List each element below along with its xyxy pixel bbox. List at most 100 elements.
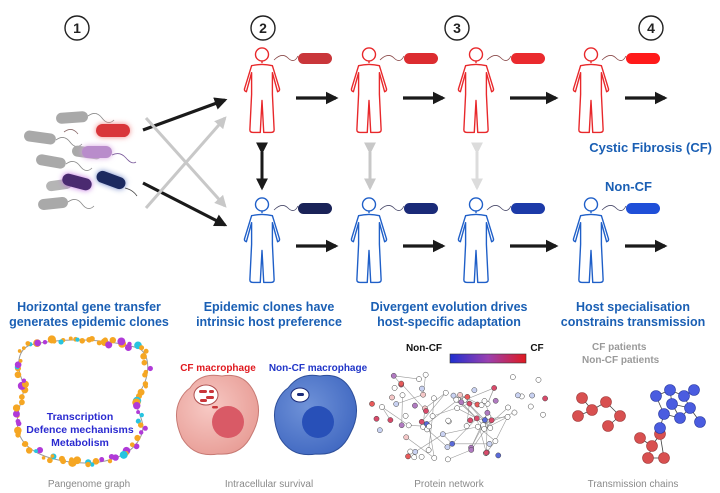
network-node xyxy=(402,413,409,419)
pangenome-node xyxy=(139,412,144,418)
bacterium-red-icon xyxy=(273,53,332,64)
bacterium-violet-glow-icon xyxy=(62,173,92,191)
macrophage-panel: CF macrophage Non-CF macrophage xyxy=(176,363,368,456)
pangenome-node xyxy=(58,455,65,462)
bacteria-cluster xyxy=(24,111,138,210)
cf-patient-node xyxy=(658,452,670,464)
pangenome-node xyxy=(18,359,23,363)
network-edge xyxy=(471,420,492,451)
svg-text:constrains transmission: constrains transmission xyxy=(561,315,706,329)
legend-cf-patients: CF patients xyxy=(592,342,647,353)
network-node xyxy=(422,371,429,378)
pangenome-node xyxy=(143,369,149,375)
step-number-2: 2 xyxy=(250,15,276,41)
pangenome-node xyxy=(68,336,73,341)
pangenome-node xyxy=(133,443,140,450)
pangenome-node xyxy=(96,340,102,346)
pangenome-node xyxy=(19,399,25,406)
network-node xyxy=(450,392,457,399)
noncf-person-icon xyxy=(457,197,495,284)
noncf-patient-node xyxy=(678,390,690,402)
network-edge xyxy=(456,407,477,419)
svg-text:Horizontal gene transfer: Horizontal gene transfer xyxy=(17,300,161,314)
bacterium-red-glow-icon xyxy=(63,124,130,137)
network-edge xyxy=(415,433,444,453)
svg-text:generates epidemic clones: generates epidemic clones xyxy=(9,315,169,329)
pangenome-node xyxy=(143,348,149,354)
pangenome-node xyxy=(139,345,145,351)
pangenome-nodes xyxy=(12,335,153,468)
pangenome-node xyxy=(12,410,20,418)
pangenome-node xyxy=(75,337,80,342)
network-edge xyxy=(421,392,447,422)
network-node xyxy=(390,372,397,379)
network-edge xyxy=(428,416,433,451)
network-edge xyxy=(426,399,459,425)
pangenome-node xyxy=(34,339,42,347)
network-edge xyxy=(401,383,427,412)
panel-title-1: Horizontal gene transfer generates epide… xyxy=(9,300,169,329)
bacterium-red-icon xyxy=(486,53,545,64)
noncf-patient-node xyxy=(658,408,670,420)
pangenome-label-defence: Defence mechanisms xyxy=(26,424,134,436)
network-edge xyxy=(442,426,478,435)
network-node xyxy=(429,413,436,419)
network-node xyxy=(412,449,419,455)
bacterium-purple-glow-icon xyxy=(82,146,137,164)
cf-patient-node xyxy=(634,432,646,444)
transmission-panel: CF patients Non-CF patients xyxy=(572,342,706,464)
network-node xyxy=(373,415,380,422)
network-node xyxy=(398,380,405,387)
network-node xyxy=(403,434,410,441)
network-node xyxy=(377,427,383,434)
network-edge xyxy=(381,406,409,426)
network-node xyxy=(481,398,488,404)
noncf-patient-node xyxy=(694,416,706,428)
pangenome-node xyxy=(105,341,113,349)
network-node xyxy=(529,392,535,399)
network-node xyxy=(449,440,456,447)
network-node xyxy=(423,408,429,414)
cf-person-icon xyxy=(243,47,281,134)
pangenome-label-metabolism: Metabolism xyxy=(51,437,109,449)
pangenome-node xyxy=(68,458,77,467)
network-nodes xyxy=(369,371,548,463)
color-scale-bar xyxy=(449,353,527,364)
network-node xyxy=(491,385,498,391)
network-node xyxy=(471,387,478,393)
pangenome-node xyxy=(138,430,144,435)
network-node xyxy=(495,452,502,459)
network-node xyxy=(467,417,474,424)
protein-network: Non-CF CF xyxy=(369,343,548,463)
network-node xyxy=(425,447,432,453)
pangenome-node xyxy=(36,446,44,454)
pangenome-node xyxy=(99,457,105,462)
pangenome-node xyxy=(51,339,57,344)
pangenome-node xyxy=(136,410,141,415)
network-node xyxy=(431,455,438,461)
network-node xyxy=(393,401,400,407)
arrow-cross-grey-down xyxy=(144,116,227,208)
network-edge xyxy=(447,449,472,460)
network-node xyxy=(445,417,452,424)
network-node xyxy=(473,415,480,422)
network-edge xyxy=(461,402,484,426)
network-node xyxy=(440,431,446,438)
pangenome-node xyxy=(135,418,141,424)
pangenome-node xyxy=(129,442,135,448)
network-node xyxy=(457,392,463,398)
pangenome-node xyxy=(127,341,132,347)
network-node xyxy=(483,449,490,456)
svg-text:3: 3 xyxy=(453,20,461,36)
pangenome-node xyxy=(14,426,22,435)
network-node xyxy=(420,424,426,430)
network-node xyxy=(511,409,518,416)
pangenome-node xyxy=(147,365,153,372)
network-node xyxy=(418,453,425,460)
pangenome-node xyxy=(21,346,26,350)
pangenome-node xyxy=(34,449,38,453)
noncf-patient-node xyxy=(674,412,686,424)
network-node xyxy=(407,448,414,455)
network-node xyxy=(369,400,375,407)
